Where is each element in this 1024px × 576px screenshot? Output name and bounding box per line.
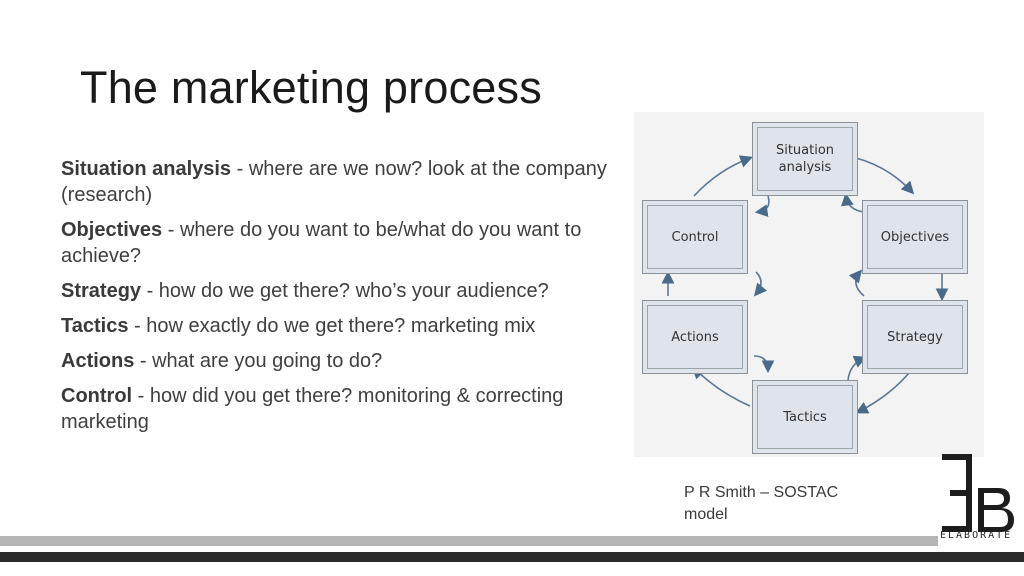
bullet-term: Objectives (61, 219, 163, 241)
bullet-text: - where are we now? look at the company … (61, 158, 607, 206)
logo-text: ELABORATE (940, 530, 1013, 541)
node-objectives: Objectives (862, 200, 968, 274)
bullet-tactics: Tactics - how exactly do we get there? m… (61, 313, 631, 339)
node-actions: Actions (642, 300, 748, 374)
node-label: Objectives (880, 229, 950, 245)
bullet-text: - where do you want to be/what do you wa… (61, 219, 582, 267)
elaborate-logo-icon (942, 454, 1014, 532)
cycle-arrows (661, 155, 949, 414)
node-label: Strategy (887, 329, 943, 345)
sostac-diagram: Situation analysis Objectives Strategy T… (634, 112, 984, 457)
arrow-control-situation (693, 155, 753, 197)
bullet-text: - how do we get there? who’s your audien… (141, 280, 549, 302)
node-label: Actions (671, 329, 719, 345)
curl-strategy-objectives (848, 269, 865, 297)
bullet-term: Control (61, 385, 133, 407)
bullet-term: Actions (61, 350, 135, 372)
curl-objectives-situation (841, 192, 865, 213)
node-strategy: Strategy (862, 300, 968, 374)
node-tactics: Tactics (752, 380, 858, 454)
node-label: Control (671, 229, 719, 245)
curl-situation-control (754, 195, 770, 217)
bullet-strategy: Strategy - how do we get there? who’s yo… (61, 278, 631, 304)
node-label: Situation analysis (775, 143, 835, 175)
bullet-control: Control - how did you get there? monitor… (61, 383, 631, 435)
node-situation-analysis: Situation analysis (752, 122, 858, 196)
bullet-objectives: Objectives - where do you want to be/wha… (61, 217, 631, 269)
footer-band-light (0, 536, 938, 546)
node-control: Control (642, 200, 748, 274)
bullet-list: Situation analysis - where are we now? l… (61, 156, 631, 444)
bullet-text: - how did you get there? monitoring & co… (61, 385, 564, 433)
bullet-situation: Situation analysis - where are we now? l… (61, 156, 631, 208)
curl-control-actions (753, 271, 768, 297)
curl-tactics-strategy (847, 355, 867, 381)
node-label: Tactics (783, 409, 827, 425)
curl-actions-tactics (753, 355, 775, 374)
bullet-term: Strategy (61, 280, 142, 302)
bullet-term: Situation analysis (61, 158, 232, 180)
arrow-situation-objectives (855, 157, 915, 195)
bullet-actions: Actions - what are you going to do? (61, 348, 631, 374)
bullet-text: - what are you going to do? (134, 350, 383, 372)
slide-title: The marketing process (80, 62, 542, 113)
bullet-term: Tactics (61, 315, 129, 337)
diagram-caption: P R Smith – SOSTAC model (684, 484, 839, 523)
footer-band-dark (0, 552, 1024, 562)
bullet-text: - how exactly do we get there? marketing… (128, 315, 536, 337)
